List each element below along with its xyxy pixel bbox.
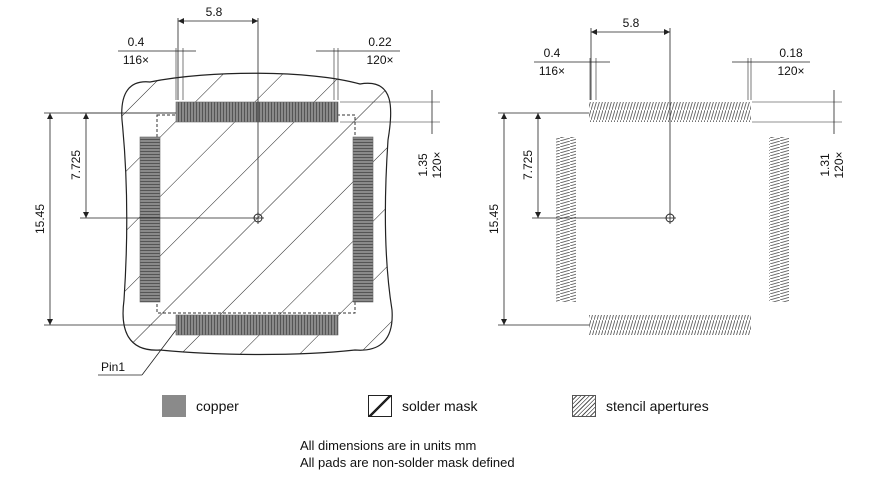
right-row-span-label: 15.45: [487, 204, 501, 234]
note-pads: All pads are non-solder mask defined: [300, 455, 515, 470]
legend-stencil-label: stencil apertures: [606, 398, 709, 414]
right-footprint-view: 5.8 0.4 116× 0.18 120× 15.45 7.725 1.31 …: [487, 16, 846, 335]
left-pad-width-left: 0.4: [128, 35, 145, 49]
copper-pads-right: [352, 136, 374, 303]
right-pad-length-count: 120×: [832, 151, 846, 178]
right-top-pitch-label: 5.8: [623, 16, 640, 30]
left-footprint-view: 5.8 0.4 116× 0.22 120× 15.45 7.725 1.35 …: [33, 5, 444, 376]
copper-pads-left: [139, 136, 161, 303]
legend-copper: copper: [162, 394, 239, 418]
right-pad-count-left: 116×: [539, 64, 565, 78]
right-pad-width-right: 0.18: [779, 46, 803, 60]
left-row-span-label: 15.45: [33, 204, 47, 234]
legend-solder-mask-label: solder mask: [402, 398, 478, 414]
stencil-pads-right: [769, 137, 789, 302]
left-pad-count-right: 120×: [366, 53, 393, 67]
copper-swatch: [162, 395, 186, 417]
stencil-pads-left: [556, 137, 576, 302]
stencil-pads-bottom: [589, 315, 751, 335]
stencil-swatch: [572, 395, 596, 417]
left-half-span-label: 7.725: [69, 150, 83, 180]
right-pad-length-label: 1.31: [818, 153, 832, 177]
copper-pads-top: [175, 101, 339, 123]
copper-pads-bottom: [175, 314, 339, 336]
legend-solder-mask: solder mask: [368, 394, 477, 418]
notes: All dimensions are in units mm All pads …: [300, 437, 515, 471]
left-pad-width-right: 0.22: [368, 35, 392, 49]
right-pad-width-left: 0.4: [544, 46, 561, 60]
left-top-pitch-label: 5.8: [206, 5, 223, 19]
pin1-label: Pin1: [101, 360, 125, 374]
footprint-diagram: 5.8 0.4 116× 0.22 120× 15.45 7.725 1.35 …: [33, 5, 846, 376]
legend-stencil: stencil apertures: [572, 394, 709, 418]
left-pad-count-left: 116×: [123, 53, 149, 67]
right-pad-count-right: 120×: [777, 64, 804, 78]
left-pad-length-label: 1.35: [416, 153, 430, 177]
right-half-span-label: 7.725: [521, 150, 535, 180]
legend-copper-label: copper: [196, 398, 239, 414]
left-pad-length-count: 120×: [430, 151, 444, 178]
solder-mask-swatch: [368, 395, 392, 417]
note-units: All dimensions are in units mm: [300, 438, 477, 453]
